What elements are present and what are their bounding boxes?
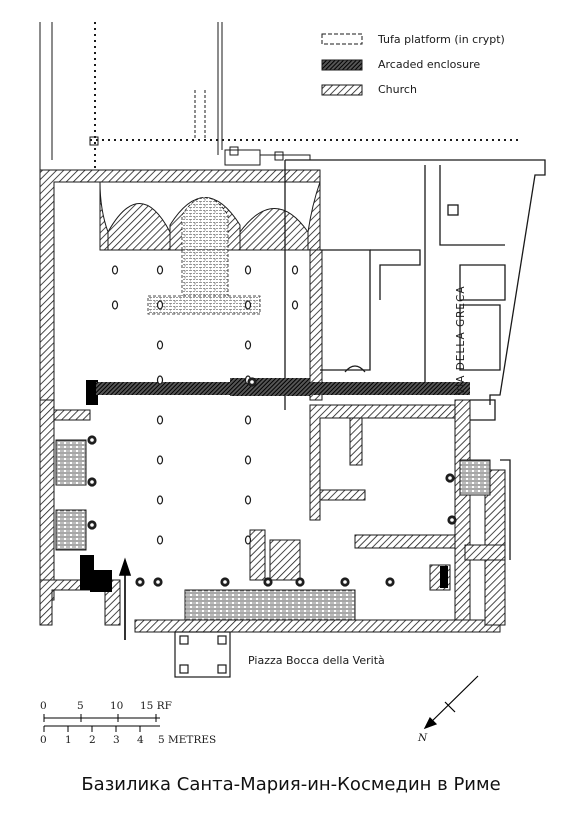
nave-column: [156, 265, 164, 275]
nave-column: [244, 265, 252, 275]
portico-column-core: [450, 518, 454, 522]
portico-column-core: [388, 580, 392, 584]
legend-swatch-arcaded: [321, 59, 363, 71]
entrance-arrow: [118, 557, 132, 640]
legend-label-church: Church: [378, 83, 417, 96]
portico-column-core: [250, 380, 254, 384]
nave-column: [244, 340, 252, 350]
legend-label-arcaded: Arcaded enclosure: [378, 58, 481, 71]
nave-column: [156, 340, 164, 350]
nave-column: [244, 455, 252, 465]
north-label: N: [418, 732, 428, 744]
nave-column: [111, 265, 119, 275]
legend-swatches: [321, 33, 363, 96]
metre-tick-4: 4: [137, 734, 144, 746]
church-walls: [39, 169, 506, 633]
nave-column: [156, 415, 164, 425]
upper-structures: [39, 22, 520, 170]
legend-swatch-tufa: [321, 33, 363, 45]
street-label: VIA DELLA GRECA: [455, 285, 467, 395]
portico-column-core: [156, 580, 160, 584]
metre-tick-3: 3: [113, 734, 120, 746]
portico-column-core: [448, 476, 452, 480]
portico-column-core: [223, 580, 227, 584]
rf-tick-1: 5: [77, 700, 84, 712]
nave-column: [156, 455, 164, 465]
nave-column: [156, 535, 164, 545]
nave-column: [244, 300, 252, 310]
nave-column: [291, 300, 299, 310]
portico-column-core: [298, 580, 302, 584]
arcaded-enclosure: [80, 378, 470, 592]
nave-column: [156, 375, 164, 385]
metre-tick-2: 2: [89, 734, 96, 746]
portico-column-core: [266, 580, 270, 584]
nave-column: [291, 265, 299, 275]
north-arrow: [423, 675, 479, 730]
metre-tick-1: 1: [65, 734, 72, 746]
rf-tick-3: 15 RF: [140, 700, 172, 712]
portico-column-core: [90, 438, 94, 442]
narthex-rooms: [53, 409, 491, 621]
portico-column-core: [138, 580, 142, 584]
metre-tick-0: 0: [40, 734, 47, 746]
scale-bars: [43, 714, 160, 732]
nave-column: [244, 495, 252, 505]
nave-column: [244, 415, 252, 425]
legend-swatch-church: [321, 84, 363, 96]
portico-column-core: [343, 580, 347, 584]
portico-column-core: [90, 480, 94, 484]
nave-column: [156, 300, 164, 310]
figure-caption: Базилика Санта-Мария-ин-Космедин в Риме: [81, 774, 501, 795]
piazza-label: Piazza Bocca della Verità: [248, 654, 385, 667]
entrance-porch: [174, 631, 231, 678]
nave-column: [156, 495, 164, 505]
nave-column: [244, 535, 252, 545]
nave-column: [111, 300, 119, 310]
column-group: [87, 265, 457, 587]
rf-tick-0: 0: [40, 700, 47, 712]
legend-label-tufa: Tufa platform (in crypt): [378, 33, 505, 46]
portico-column-core: [90, 523, 94, 527]
tufa-platform: [147, 197, 261, 315]
metre-tick-5: 5 METRES: [158, 734, 217, 746]
rf-tick-2: 10: [110, 700, 124, 712]
